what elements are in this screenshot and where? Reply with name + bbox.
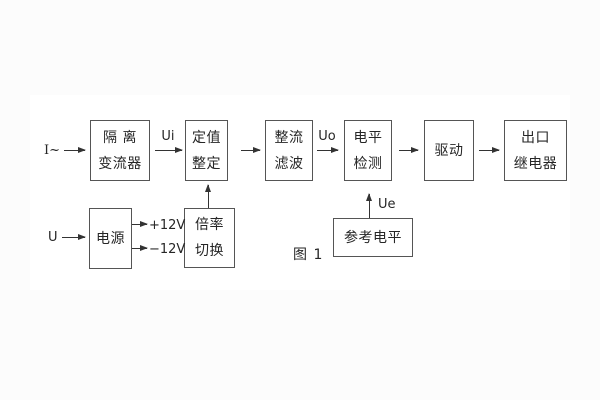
label-input-current: I~	[44, 143, 61, 158]
block-label-line: 电平	[353, 129, 383, 146]
arrow-rectifier-to-level-detect	[317, 147, 339, 153]
block-level-detect: 电平 检测	[344, 120, 392, 181]
arrow-power-minus-12v	[132, 245, 148, 251]
label-minus-12v: −12V	[149, 242, 186, 257]
block-drive: 驱动	[424, 120, 474, 181]
arrow-input-voltage-to-power	[62, 234, 86, 240]
arrow-level-detect-to-drive	[399, 147, 419, 153]
block-label-line: 检测	[353, 155, 383, 172]
block-reference-level: 参考电平	[333, 218, 413, 257]
block-isolation-transformer: 隔 离 变流器	[90, 120, 150, 181]
label-uo: Uo	[318, 129, 336, 144]
block-rectifier-filter: 整流 滤波	[265, 120, 313, 181]
arrow-isolation-to-setting	[155, 147, 183, 153]
label-plus-12v: +12V	[149, 218, 186, 233]
figure-caption: 图 1	[293, 247, 324, 263]
label-ui: Ui	[161, 129, 175, 144]
arrow-power-plus-12v	[132, 221, 148, 227]
block-setting-adjust: 定值 整定	[185, 120, 228, 181]
block-label-line: 继电器	[513, 155, 558, 172]
block-label-line: 参考电平	[344, 229, 402, 246]
arrow-reference-level-to-level-detect	[365, 193, 372, 218]
arrow-drive-to-output-relay	[479, 147, 500, 153]
block-label-line: 整流	[274, 129, 304, 146]
block-output-relay: 出口 继电器	[504, 120, 567, 181]
block-label-line: 电源	[96, 230, 125, 247]
label-input-voltage: U	[48, 230, 58, 245]
block-label-line: 切换	[195, 243, 224, 259]
block-label-line: 滤波	[274, 155, 304, 172]
block-label-line: 倍率	[195, 217, 224, 233]
block-label-line: 隔 离	[103, 129, 137, 146]
block-label-line: 变流器	[98, 155, 142, 172]
arrow-input-current-to-isolation	[64, 147, 86, 153]
block-ratio-switch: 倍率 切换	[184, 208, 235, 268]
block-label-line: 整定	[192, 155, 221, 172]
block-label-line: 出口	[521, 129, 550, 146]
arrow-ratio-switch-to-setting	[204, 184, 211, 208]
label-ue: Ue	[378, 197, 396, 212]
block-label-line: 定值	[192, 129, 221, 146]
block-power-supply: 电源	[89, 208, 132, 269]
block-label-line: 驱动	[434, 142, 464, 159]
arrow-setting-to-rectifier	[241, 147, 261, 153]
